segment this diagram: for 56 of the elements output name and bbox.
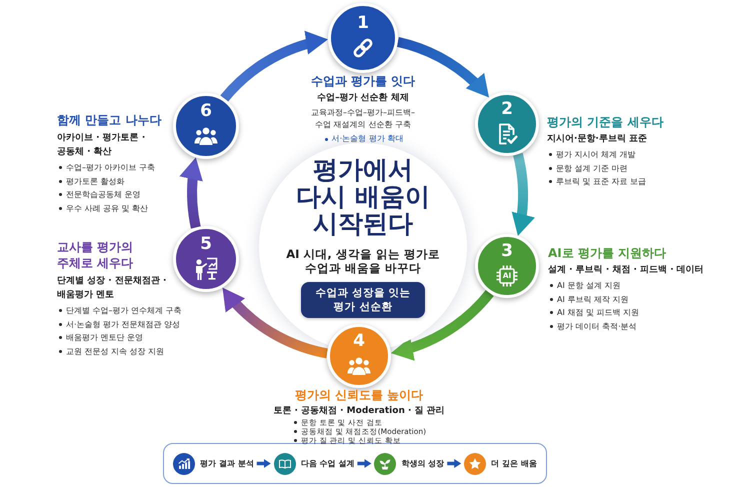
step-subtitle: 아카이브 · 평가토론 · 공동체 · 확산: [57, 132, 146, 159]
step-circle: [173, 226, 239, 292]
step-title: AI로 평가를 지원하다: [548, 246, 666, 261]
step-subtitle: 단계별 성장 · 전문채점관 · 배움평가 멘토: [57, 275, 168, 302]
step-number: 5: [200, 235, 212, 254]
cycle-arrow: [390, 290, 494, 360]
step-title: 함께 만들고 나누다: [57, 112, 162, 128]
step-subtitle: 수업–평가 선순환 체제: [317, 92, 409, 105]
bullet-item: 평가 데이터 축적·분석: [548, 320, 637, 333]
bullet-item: 우수 사례 공유 및 확산: [57, 202, 148, 215]
bullet-item: 루브릭 및 표준 자료 보급: [547, 175, 646, 188]
step-subtitle: 토론 · 공동채점 · Moderation · 질 관리: [273, 405, 445, 417]
step-title: 교사를 평가의 주체로 세우다: [57, 239, 134, 271]
step-subtitle: 지시어·문항·루브릭 표준: [547, 133, 647, 146]
step-number: 3: [501, 242, 513, 261]
step-circle: [173, 93, 239, 159]
step-number: 1: [357, 14, 369, 33]
flow-arrow: [447, 459, 462, 468]
flow-step-label: 평가 결과 분석: [200, 458, 254, 469]
center-subtitle: AI 시대, 생각을 읽는 평가로 수업과 배움을 바꾸다: [285, 247, 441, 275]
bullet-item: 수업–평가 아카이브 구축: [57, 161, 156, 174]
cycle-arrow: [180, 156, 204, 228]
step-title: 평가의 기준을 세우다: [547, 115, 664, 130]
step-circle: [475, 92, 539, 156]
bullet-item: AI 루브릭 제작 지원: [548, 292, 628, 306]
flow-step-label: 다음 수업 설계: [300, 458, 354, 469]
step-number: 6: [200, 102, 212, 121]
step-circle: [328, 3, 398, 73]
bullet-item: 서·논술형 평가 전문채점관 양성: [57, 318, 180, 331]
center-title: 평가에서 다시 배움이 시작된다: [295, 156, 431, 237]
bullet-item: 평가토론 활성화: [57, 174, 125, 188]
cycle-arrow: [510, 153, 534, 237]
bullet-item: AI 문항 설계 지원: [548, 279, 620, 292]
step-description: 교육과정–수업–평가–피드백–수업 재설계의 선순환 구축: [310, 107, 416, 131]
bullet-item: 서·논술형 평가 확대: [322, 133, 404, 145]
bullet-item: 문항 설계 기준 마련: [547, 162, 628, 175]
bullet-item: 전문학습공동체 운영: [57, 188, 141, 202]
flow-arrow: [357, 459, 372, 468]
step-circle: [327, 324, 391, 388]
bullet-item: 교원 전문성 지속 성장 지원: [57, 344, 164, 358]
bullet-item: 배움평가 멘토단 운영: [57, 331, 144, 344]
cycle-arrow: [220, 32, 330, 102]
bullet-item: 평가 지시어 체계 개발: [547, 148, 636, 162]
bullet-item: 단계별 수업–평가 연수체계 구축: [57, 304, 182, 318]
flow-arrow: [256, 459, 271, 468]
step-title: 평가의 신뢰도를 높이다: [294, 388, 424, 402]
flow-panel: [163, 443, 547, 484]
bullet-item: AI 채점 및 피드백 지원: [548, 306, 640, 320]
step-circle: [475, 234, 539, 298]
summary-banner: 수업과 성장을 잇는 평가 선순환: [301, 282, 425, 318]
step-subtitle: 설계 · 루브릭 · 채점 · 피드백 · 데이터: [548, 264, 704, 277]
flow-step-label: 더 깊은 배움: [491, 458, 537, 469]
step-number: 2: [501, 100, 513, 119]
step-number: 4: [353, 332, 365, 351]
step-title: 수업과 평가를 잇다: [310, 74, 416, 89]
flow-step-label: 학생의 성장: [401, 458, 444, 469]
